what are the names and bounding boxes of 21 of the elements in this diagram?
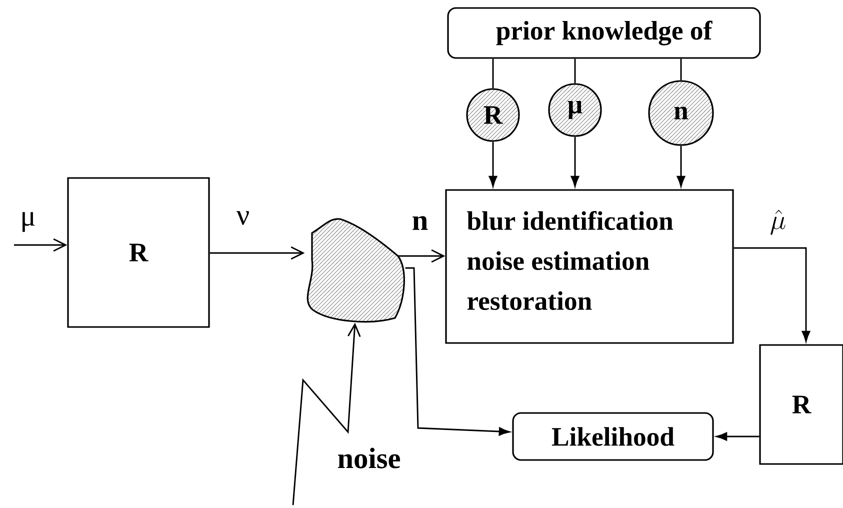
arrow [488,142,498,187]
arrow [210,246,305,260]
arrow [405,267,510,436]
arrow [570,136,580,187]
arrow [716,432,760,441]
arrow [292,322,361,506]
process-box: R [67,177,210,328]
rounded-box: Likelihood [512,412,714,461]
edge-label: $\hat{\mu}$ [770,210,786,235]
edge-label: μ [22,212,35,232]
process-box: blur identification noise estimation restoration [445,189,734,344]
noise-blob [306,218,405,322]
rounded-box: prior knowledge of [447,7,761,59]
arrow [676,146,686,187]
arrow [398,249,446,263]
arrow [734,247,810,342]
process-box: R [759,344,843,465]
edge-label: ν [236,211,249,225]
edge-label: noise [338,448,400,468]
edge-label: n [412,216,428,230]
arrow [14,238,68,252]
